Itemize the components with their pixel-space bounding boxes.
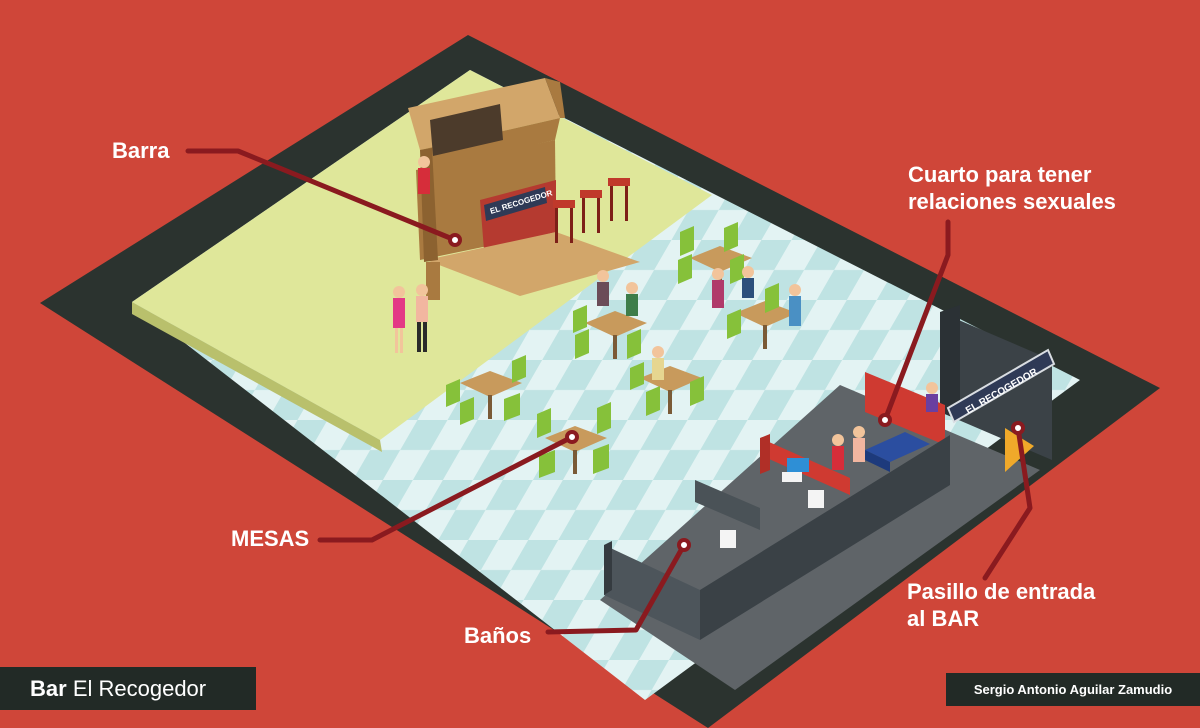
pasillo-label-line1: Pasillo de entrada — [907, 579, 1096, 604]
title-normal: El Recogedor — [72, 676, 207, 701]
tables-group — [446, 222, 797, 478]
barra-label: Barra — [112, 138, 170, 163]
bar-counter: EL RECOGEDOR — [408, 78, 640, 300]
pasillo-label-line2: al BAR — [907, 606, 980, 631]
cuarto-leader — [882, 219, 951, 423]
leader-lines — [185, 148, 1033, 635]
table — [727, 283, 797, 349]
mesas-leader — [317, 434, 575, 543]
barra-leader — [185, 148, 458, 243]
banos-leader — [545, 542, 687, 635]
banos-label: Baños — [464, 623, 532, 648]
seated-people — [597, 266, 801, 380]
cuarto-label-line1: Cuarto para tener — [908, 162, 1092, 187]
table — [573, 305, 647, 359]
title-box: Bar El Recogedor — [0, 667, 256, 710]
bar-floor-edge — [132, 302, 382, 452]
mesas-label: MESAS — [231, 526, 310, 551]
pasillo-leader — [982, 425, 1033, 581]
room-walls: EL RECOGEDOR — [604, 305, 1056, 640]
table — [446, 355, 526, 425]
cuarto-label: Cuarto para tener relaciones sexuales — [908, 161, 1116, 215]
credit-box: Sergio Antonio Aguilar Zamudio — [946, 673, 1200, 706]
pasillo-label: Pasillo de entrada al BAR — [907, 578, 1095, 632]
table — [678, 222, 752, 294]
standing-couple — [393, 284, 428, 353]
cuarto-label-line2: relaciones sexuales — [908, 189, 1116, 214]
leader-dots — [448, 233, 1025, 552]
table — [537, 402, 611, 478]
title-bold: Bar — [30, 676, 67, 701]
bartender-figure — [418, 156, 430, 194]
